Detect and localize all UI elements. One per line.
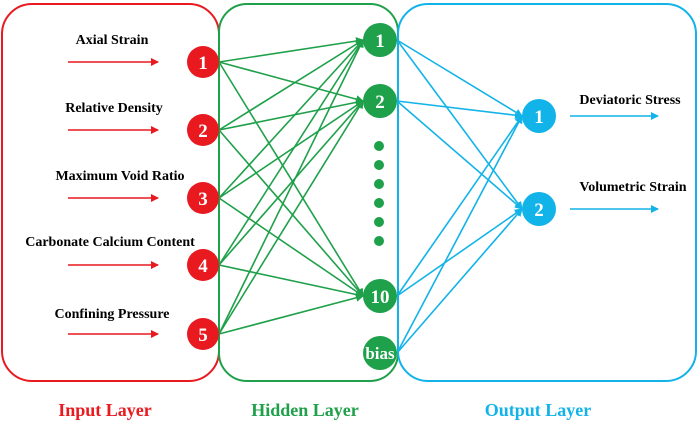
edge-input5-hidden1 bbox=[218, 39, 364, 335]
output-nodes: 1 Deviatoric Stress 2 Volumetric Strain bbox=[522, 93, 687, 226]
ellipsis-dot bbox=[374, 198, 384, 208]
edge-input1-hidden1 bbox=[218, 37, 364, 63]
edge-hidden2-output1 bbox=[396, 100, 523, 120]
edge-hidden2-output2 bbox=[396, 100, 523, 210]
hidden-node-number: 1 bbox=[375, 31, 385, 52]
input-label: Confining Pressure bbox=[55, 307, 170, 322]
input-node-5 bbox=[187, 318, 219, 350]
edge-hidden3-output1 bbox=[396, 115, 523, 297]
edge-input5-hidden10 bbox=[218, 293, 364, 335]
input-layer-box bbox=[1, 3, 220, 382]
input-node-number: 5 bbox=[198, 325, 208, 346]
output-node-1 bbox=[522, 99, 556, 133]
edge-input4-hidden1 bbox=[218, 39, 364, 266]
edge-input4-hidden10 bbox=[218, 264, 364, 299]
hidden-layer-box bbox=[218, 3, 399, 382]
edge-input3-hidden2 bbox=[218, 100, 364, 199]
output-layer-box bbox=[397, 3, 697, 382]
edge-input1-hidden2 bbox=[218, 61, 364, 104]
input-node-4 bbox=[187, 249, 219, 281]
input-node-3 bbox=[187, 182, 219, 214]
edge-input1-hidden10 bbox=[218, 61, 364, 297]
edge-input2-hidden1 bbox=[218, 39, 364, 131]
input-label: Maximum Void Ratio bbox=[55, 169, 184, 184]
input-node-number: 3 bbox=[198, 189, 208, 210]
input-node-number: 1 bbox=[198, 53, 208, 74]
input-node-number: 4 bbox=[198, 256, 208, 277]
output-label: Volumetric Strain bbox=[579, 180, 686, 195]
output-label: Deviatoric Stress bbox=[579, 93, 681, 108]
input-label: Relative Density bbox=[65, 101, 163, 116]
input-nodes: 1 Axial Strain 2 Relative Density 3 Maximum V… bbox=[25, 33, 219, 350]
hidden-node-2 bbox=[363, 84, 397, 118]
edge-input2-hidden2 bbox=[218, 98, 364, 131]
edge-input5-hidden2 bbox=[218, 100, 364, 335]
ellipsis-dot bbox=[374, 141, 384, 151]
ellipsis-dot bbox=[374, 236, 384, 246]
hidden-nodes: 1 2 10 bias bbox=[363, 23, 397, 370]
input-node-number: 2 bbox=[198, 121, 208, 142]
hidden-node-10 bbox=[363, 279, 397, 313]
hidden-node-number: 10 bbox=[371, 287, 390, 308]
output-node-number: 1 bbox=[534, 107, 544, 128]
output-node-2 bbox=[522, 192, 556, 226]
output-node-number: 2 bbox=[534, 200, 544, 221]
ellipsis-dot bbox=[374, 160, 384, 170]
hidden-node-number: 2 bbox=[375, 92, 385, 113]
output-layer-title: Output Layer bbox=[485, 400, 592, 420]
input-node-1 bbox=[187, 46, 219, 78]
edge-hidden1-output2 bbox=[396, 39, 523, 210]
edge-input3-hidden1 bbox=[218, 39, 364, 199]
hidden-node-1 bbox=[363, 23, 397, 57]
edge-input4-hidden2 bbox=[218, 100, 364, 266]
edge-hidden3-output2 bbox=[396, 208, 523, 297]
edge-hidden4-output2 bbox=[396, 208, 523, 354]
input-label: Carbonate Calcium Content bbox=[25, 235, 195, 250]
input-node-2 bbox=[187, 114, 219, 146]
edge-hidden1-output1 bbox=[396, 39, 523, 117]
bias-label: bias bbox=[365, 344, 395, 363]
connections bbox=[218, 37, 523, 354]
input-layer-title: Input Layer bbox=[58, 400, 152, 420]
edge-input3-hidden10 bbox=[218, 197, 364, 297]
bias-node bbox=[363, 336, 397, 370]
input-label: Axial Strain bbox=[76, 33, 149, 48]
hidden-layer-title: Hidden Layer bbox=[251, 400, 359, 420]
edge-input2-hidden10 bbox=[218, 129, 364, 297]
edge-hidden4-output1 bbox=[396, 115, 523, 354]
ellipsis-dot bbox=[374, 179, 384, 189]
ellipsis-dot bbox=[374, 217, 384, 227]
